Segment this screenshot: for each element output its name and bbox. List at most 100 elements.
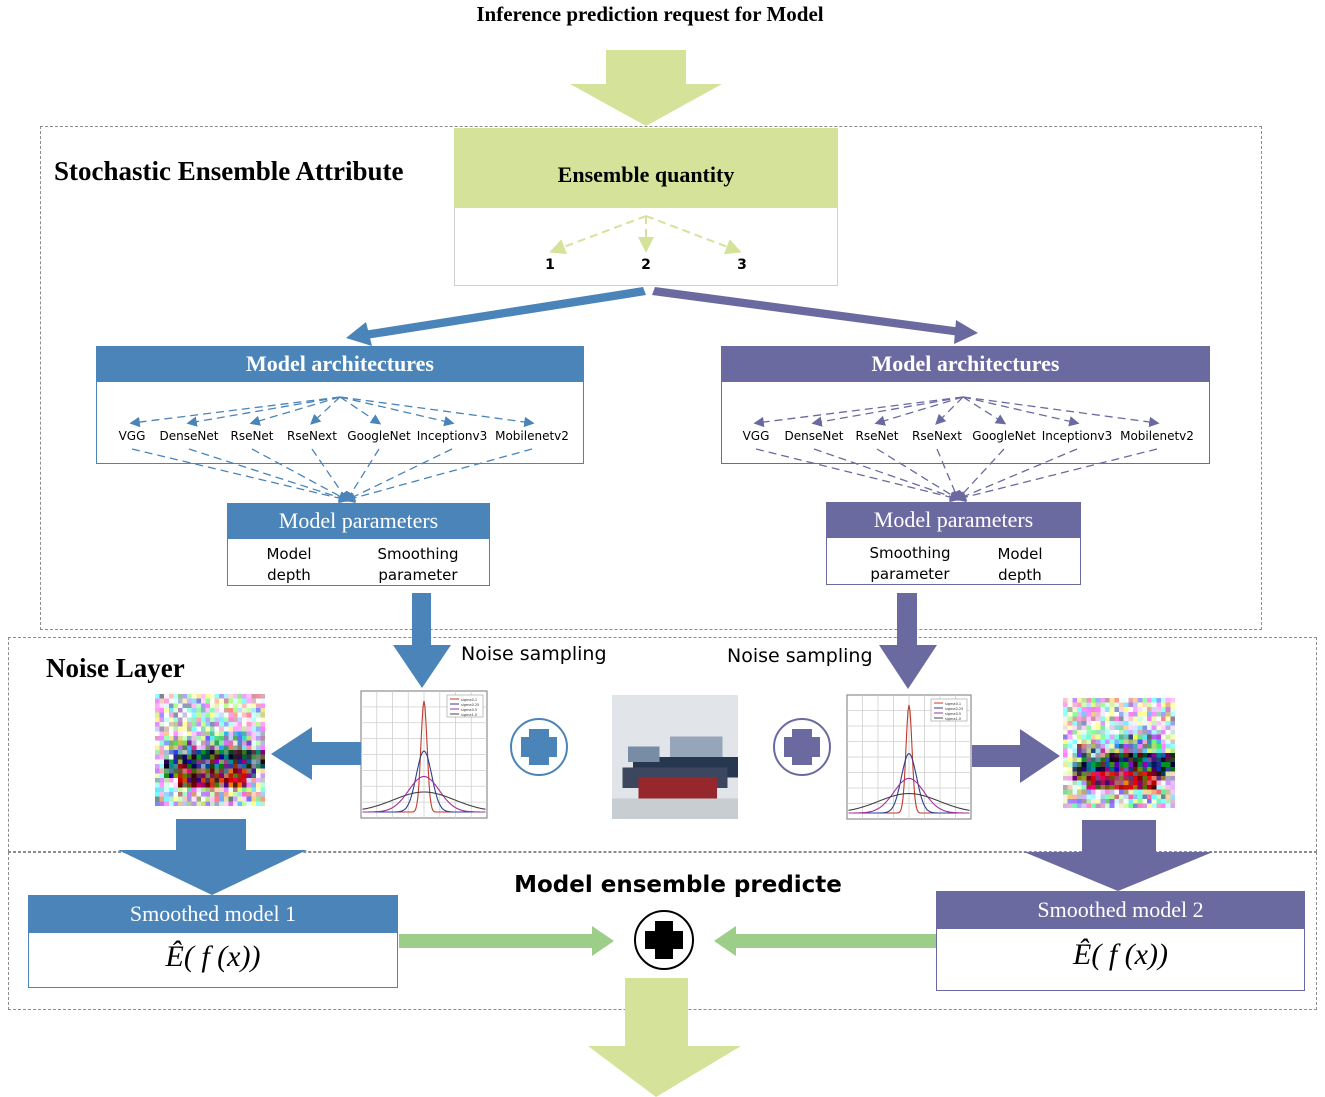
plot-legend-entry: sigma0.5 (461, 708, 477, 712)
plot-legend-entry: sigma1.0 (945, 717, 961, 721)
left-noise-arrow (271, 727, 361, 780)
plot-legend-entry: sigma0.5 (945, 712, 961, 716)
left-net-rsenext: RseNext (287, 429, 337, 443)
ensemble-attribute-label: Stochastic Ensemble Attribute (54, 156, 404, 186)
right-parameters-title: Model parameters (826, 502, 1081, 538)
right-param-depth: Model depth (997, 545, 1043, 584)
left-branch-arrow (346, 287, 646, 346)
left-net-densenet: DenseNet (159, 429, 219, 443)
left-net-mobilenetv2: Mobilenetv2 (495, 429, 569, 443)
right-combine-arrow (714, 926, 936, 956)
right-net-rsenet: RseNet (855, 429, 899, 443)
right-net-vgg: VGG (742, 429, 770, 443)
density-curve (362, 775, 486, 813)
connector-line (936, 448, 960, 502)
noisy-image-right (1063, 698, 1175, 808)
right-smoothed-down-arrow (1024, 820, 1213, 891)
smoothed-model-1-formula: Ê( f (x)) (165, 940, 261, 973)
connector-line (344, 448, 533, 503)
noisy-image-left (155, 694, 265, 806)
plot-legend-entry: sigma0.25 (945, 707, 963, 711)
plus-circle-icon (510, 718, 568, 776)
smoothed-model-2-title: Smoothed model 2 (936, 891, 1305, 929)
left-noise-sampling-label: Noise sampling (461, 643, 607, 665)
left-parameters-title: Model parameters (227, 503, 490, 539)
connector-line (755, 448, 961, 503)
left-net-inceptionv3: Inceptionv3 (416, 429, 488, 443)
connector-line (962, 396, 1007, 425)
plot-legend (930, 698, 968, 722)
connector-line (753, 396, 964, 428)
plot-legend-entry: sigma1.0 (461, 713, 477, 717)
smoothed-model-1-title: Smoothed model 1 (28, 895, 398, 933)
plus-circle-icon (634, 910, 694, 970)
quantity-option-3: 3 (737, 257, 747, 273)
connector-line (339, 396, 455, 427)
plot-legend-entry: sigma0.1 (461, 698, 477, 702)
right-network-connectors (753, 396, 1160, 503)
connector-line (935, 396, 964, 425)
right-param-smoothing: Smoothing parameter (869, 544, 951, 583)
quantity-option-1: 1 (545, 257, 555, 273)
bottom-output-arrow (588, 978, 741, 1097)
density-curve (362, 750, 486, 813)
right-branch-arrow (652, 287, 978, 344)
right-net-googlenet: GoogleNet (972, 429, 1036, 443)
quantity-option-2: 2 (641, 257, 651, 273)
connector-line (339, 396, 382, 425)
connector-line (251, 448, 350, 502)
ensemble-predict-label: Model ensemble predicte (514, 872, 842, 898)
ensemble-quantity-title: Ensemble quantity (557, 162, 735, 187)
noise-layer-region (8, 637, 1317, 852)
right-net-rsenext: RseNext (912, 429, 962, 443)
ensemble-attribute-region (40, 126, 1262, 630)
connector-line (344, 448, 453, 502)
right-params-down-arrow (879, 593, 937, 689)
plot-legend-entry: sigma0.25 (461, 703, 479, 707)
top-input-arrow (570, 50, 722, 126)
connector-line (876, 448, 961, 501)
left-param-smoothing: Smoothing parameter (377, 545, 459, 584)
density-curve (848, 793, 970, 811)
plus-circle-icon (773, 718, 831, 776)
left-net-googlenet: GoogleNet (347, 429, 411, 443)
left-network-connectors (129, 396, 535, 504)
quantity-connectors (549, 215, 742, 255)
left-param-depth: Model depth (266, 545, 312, 584)
right-net-inceptionv3: Inceptionv3 (1041, 429, 1113, 443)
connector-line (345, 448, 380, 503)
connector-line (188, 448, 350, 503)
left-net-vgg: VGG (118, 429, 146, 443)
connector-line (310, 396, 341, 425)
connector-line (249, 396, 341, 426)
connector-line (339, 396, 535, 428)
connector-line (962, 396, 1160, 428)
connector-line (129, 396, 341, 428)
density-curve (848, 777, 970, 814)
connector-line (955, 448, 1078, 501)
right-architectures-title: Model architectures (721, 346, 1210, 382)
noise-layer-label: Noise Layer (46, 653, 185, 683)
left-net-rsenet: RseNet (230, 429, 274, 443)
smoothed-model-2-formula: Ê( f (x)) (1073, 938, 1168, 971)
left-combine-arrow (399, 926, 614, 956)
right-noise-sampling-label: Noise sampling (727, 645, 873, 667)
left-architectures-title: Model architectures (96, 346, 584, 382)
connector-line (813, 448, 961, 502)
connector-line (131, 448, 350, 504)
page-title: Inference prediction request for Model (476, 2, 824, 26)
right-net-densenet: DenseNet (784, 429, 844, 443)
plot-legend (446, 694, 484, 718)
connector-line (311, 448, 349, 503)
connector-line (956, 448, 1005, 501)
right-noise-arrow (972, 729, 1060, 783)
right-net-mobilenetv2: Mobilenetv2 (1120, 429, 1194, 443)
clean-ship-image (612, 695, 738, 819)
density-curve (848, 752, 970, 814)
connector-line (874, 396, 964, 426)
connector-line (955, 448, 1158, 503)
connector-line (962, 396, 1080, 427)
